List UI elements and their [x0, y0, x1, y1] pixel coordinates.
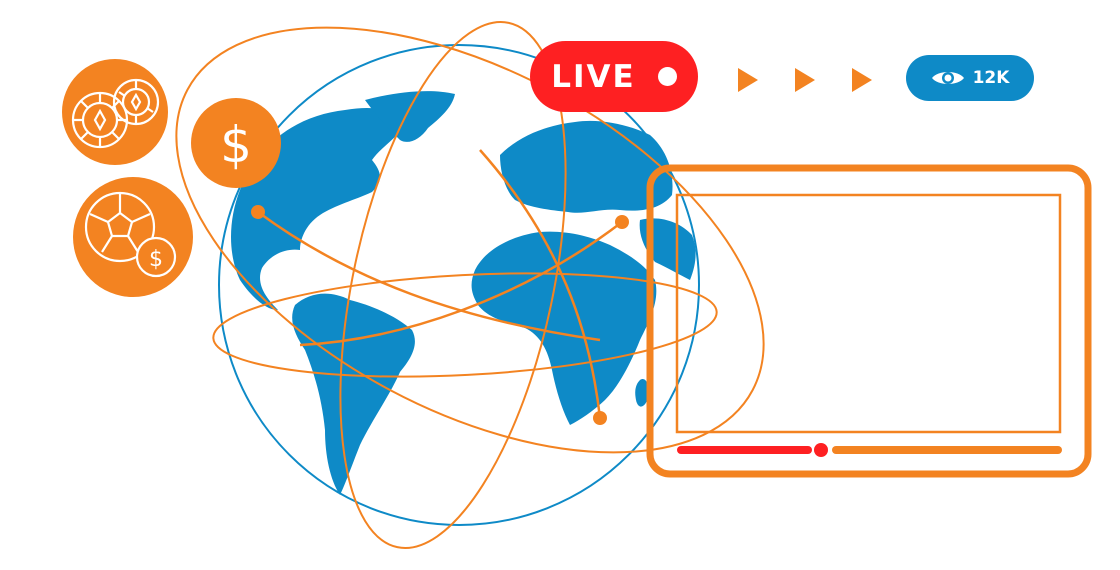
svg-text:$: $ — [220, 116, 252, 174]
play-icon[interactable] — [795, 68, 815, 92]
soccer-ball-dollar-icon: $ — [73, 177, 193, 297]
player-frame — [646, 164, 1092, 478]
connection-lines — [257, 149, 623, 419]
record-dot-icon — [657, 67, 677, 86]
video-screen[interactable] — [675, 193, 1062, 434]
location-pin-middle-east — [615, 215, 629, 229]
live-badge[interactable]: LIVE — [530, 41, 698, 112]
view-count: 12K — [972, 68, 1010, 88]
svg-text:$: $ — [149, 247, 163, 272]
location-pin-north-america — [251, 205, 265, 219]
progress-scrubber[interactable] — [814, 443, 828, 457]
location-markers — [251, 205, 629, 425]
location-pin-south-africa — [593, 411, 607, 425]
video-player[interactable] — [646, 164, 1092, 478]
eye-icon — [931, 72, 964, 84]
views-badge: 12K — [906, 55, 1034, 101]
dollar-icon: $ — [191, 98, 281, 188]
live-label: LIVE — [551, 58, 636, 95]
casino-chips-icon — [62, 59, 168, 165]
play-icon[interactable] — [738, 68, 758, 92]
play-icon[interactable] — [852, 68, 872, 92]
